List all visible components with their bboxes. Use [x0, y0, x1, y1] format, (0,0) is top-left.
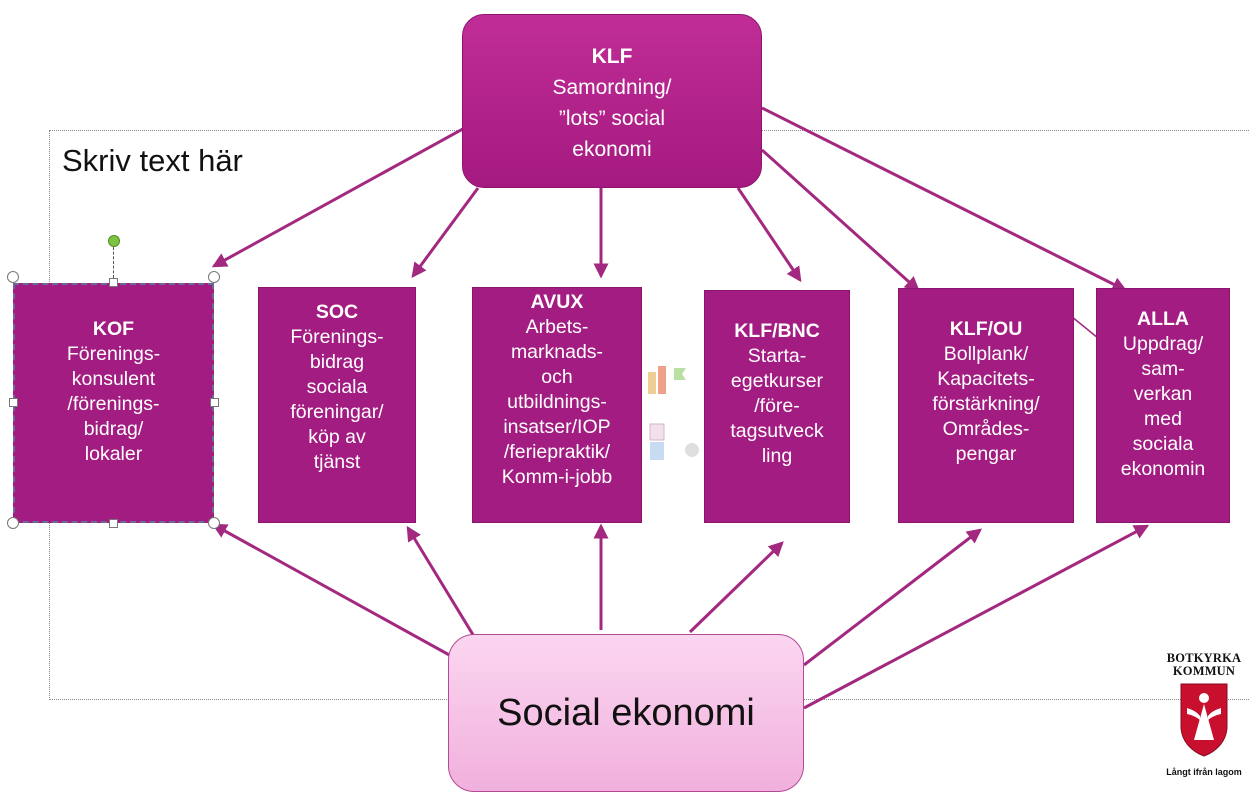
department-line: ling	[761, 445, 793, 467]
department-line: Områdes-	[942, 418, 1030, 440]
arrow-top-to-kof	[211, 123, 471, 268]
department-line: Uppdrag/	[1122, 333, 1204, 355]
department-line: Bollplank/	[943, 343, 1029, 365]
department-line: och	[541, 366, 573, 388]
department-box-alla[interactable]: ALLA Uppdrag/ sam- verkan med sociala ek…	[1096, 288, 1230, 523]
department-line: egetkurser	[730, 370, 824, 392]
top-box-line: ekonomi	[572, 138, 652, 161]
arrow-bottom-to-alla	[803, 524, 1150, 710]
department-line: ekonomin	[1120, 458, 1206, 480]
top-box-title: KLF	[591, 45, 633, 68]
department-title: AVUX	[530, 291, 584, 313]
arrow-top-to-klfou	[760, 148, 920, 292]
department-line: förstärkning/	[932, 393, 1040, 415]
resize-handle-bottom-right[interactable]	[208, 517, 220, 529]
resize-handle-bottom-left[interactable]	[7, 517, 19, 529]
department-box-klf-bnc[interactable]: KLF/BNC Starta- egetkurser /före- tagsut…	[704, 290, 850, 523]
department-title: KOF	[92, 318, 135, 340]
department-line: bidrag/	[83, 418, 144, 440]
arrow-bottom-to-soc	[406, 525, 477, 639]
department-line: utbildnings-	[507, 391, 607, 413]
resize-handle-top-right[interactable]	[208, 271, 220, 283]
coat-of-arms-icon	[1180, 683, 1228, 757]
department-line: tjänst	[313, 451, 361, 473]
rotate-handle[interactable]	[108, 235, 120, 247]
arrow-bottom-to-klfou	[803, 528, 982, 667]
bottom-box-label: Social ekonomi	[497, 691, 755, 734]
department-line: /före-	[754, 395, 800, 417]
department-line: verkan	[1133, 383, 1193, 405]
department-box-soc[interactable]: SOC Förenings- bidrag sociala föreningar…	[258, 287, 416, 523]
placeholder-text[interactable]: Skriv text här	[62, 143, 243, 178]
department-line: köp av	[308, 426, 366, 448]
arrow-top-to-soc	[411, 187, 480, 279]
department-line: med	[1144, 408, 1182, 430]
department-line: Kapacitets-	[937, 368, 1035, 390]
department-line: marknads-	[510, 341, 604, 363]
department-line: Komm-i-jobb	[501, 466, 613, 488]
department-line: Förenings-	[290, 326, 384, 348]
arrow-top-to-klfbnc	[736, 187, 802, 283]
logo-motto: Långt ifrån lagom	[1166, 767, 1242, 777]
department-line: Starta-	[747, 345, 807, 367]
department-line: bidrag	[309, 351, 365, 373]
arrow-top-to-alla	[761, 106, 1128, 292]
department-line: /förenings-	[67, 393, 160, 415]
department-line: Arbets-	[525, 316, 589, 338]
department-box-klf-ou[interactable]: KLF/OU Bollplank/ Kapacitets- förstärkni…	[898, 288, 1074, 523]
arrow-bottom-to-klfbnc	[688, 541, 784, 634]
department-line: sociala	[1132, 433, 1194, 455]
resize-handle-left[interactable]	[9, 398, 18, 407]
department-box-kof[interactable]: KOF Förenings- konsulent /förenings- bid…	[13, 283, 214, 523]
department-line: lokaler	[84, 443, 143, 465]
department-line: tagsutveck	[730, 420, 824, 442]
logo-name-line1: BOTKYRKA	[1166, 651, 1242, 665]
department-title: KLF/BNC	[734, 320, 820, 342]
resize-handle-top-left[interactable]	[7, 271, 19, 283]
top-box-line: Samordning/	[552, 76, 672, 99]
resize-handle-top[interactable]	[109, 278, 118, 287]
department-line: pengar	[955, 443, 1017, 465]
department-line: föreningar/	[290, 401, 384, 423]
department-line: konsulent	[71, 368, 156, 390]
top-box-line: ”lots” social	[558, 107, 666, 130]
rotation-connector	[113, 247, 114, 278]
department-line: insatser/IOP	[503, 416, 611, 438]
department-title: ALLA	[1137, 308, 1189, 330]
social-economy-box[interactable]: Social ekonomi	[448, 634, 804, 792]
department-title: SOC	[315, 301, 359, 323]
department-title: KLF/OU	[949, 318, 1023, 340]
department-line: /feriepraktik/	[503, 441, 611, 463]
resize-handle-bottom[interactable]	[109, 519, 118, 528]
coordination-box-klf[interactable]: KLF Samordning/ ”lots” social ekonomi	[462, 14, 762, 188]
department-line: sociala	[306, 376, 368, 398]
arrow-bottom-to-kof	[211, 523, 463, 664]
department-line: sam-	[1141, 358, 1185, 380]
department-box-avux[interactable]: AVUX Arbets- marknads- och utbildnings- …	[472, 287, 642, 523]
department-line: Förenings-	[66, 343, 161, 365]
resize-handle-right[interactable]	[210, 398, 219, 407]
logo-name-line2: KOMMUN	[1172, 664, 1236, 678]
botkyrka-logo: BOTKYRKA KOMMUN Långt ifrån lagom	[1158, 652, 1250, 792]
insert-content-icon	[648, 366, 699, 460]
